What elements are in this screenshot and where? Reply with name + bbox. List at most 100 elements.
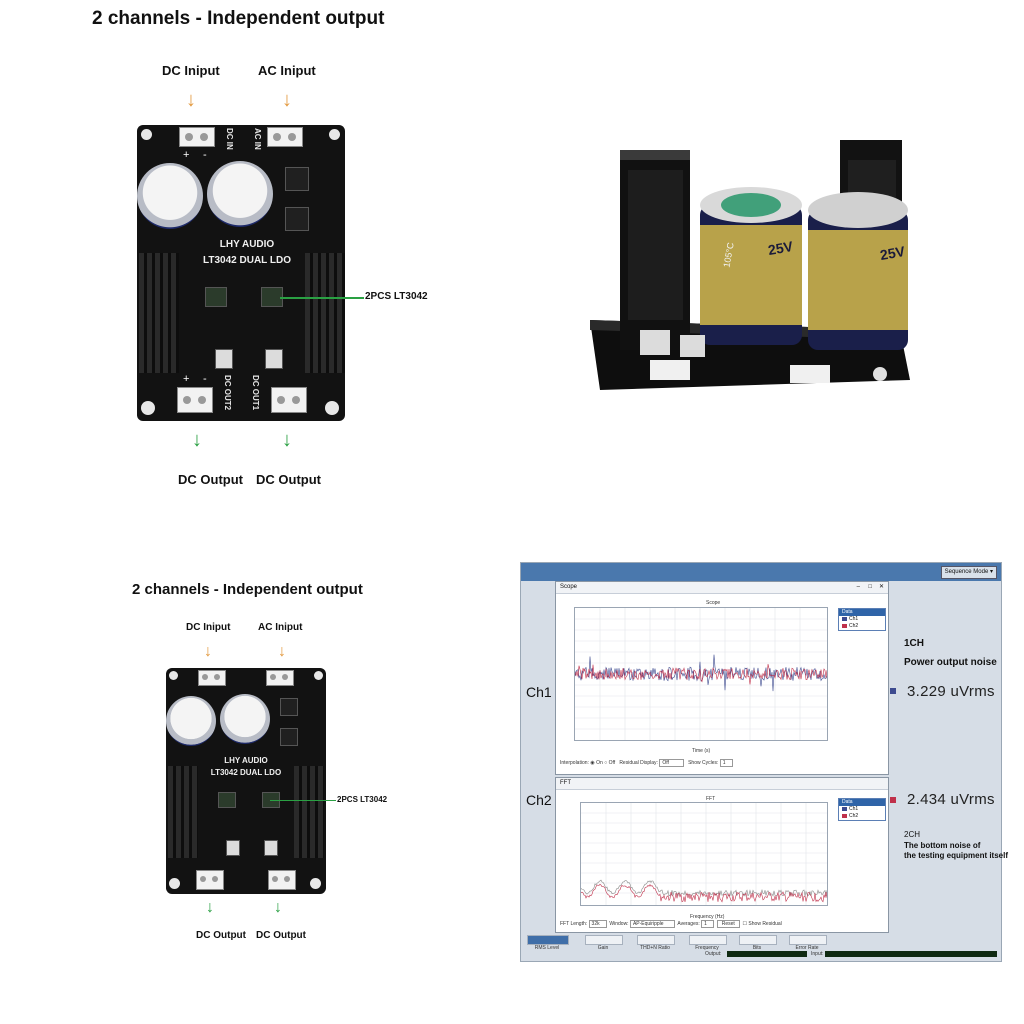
silk-plus: + [183,149,190,161]
sequence-mode-dropdown[interactable]: Sequence Mode ▾ [940,566,997,579]
ch1-color-swatch [890,688,896,694]
bottom-dc-output-1-label: DC Output [196,930,246,941]
fft-length-select[interactable]: 32k [588,920,607,928]
board-brand: LHY AUDIO [219,239,275,250]
fft-plot-title: FFT [706,796,716,802]
output-status-bar [727,951,807,957]
scope-plot-title: Scope [706,600,721,606]
heatsink-left [139,253,179,373]
bottom-dc-output-2-label: DC Output [256,930,306,941]
top-chip-leader-line [280,297,364,299]
window-maximize-icon[interactable]: □ [868,584,872,590]
fft-plot [580,802,828,906]
scope-waveform [574,608,828,740]
fft-window: FFT FFT Frequency (Hz) Data Ch1 Ch2 [555,777,889,933]
fft-legend-ch2[interactable]: Ch2 [839,813,885,820]
dc-out2-terminal [177,387,213,413]
scope-window: Scope ✕ □ – Scope Time (s) [555,581,889,775]
tab-frequency[interactable] [689,935,727,945]
tab-bits[interactable] [739,935,777,945]
dc-in-terminal [179,127,215,147]
fft-x-axis-label: Frequency (Hz) [690,914,725,920]
scope-plot [574,607,828,741]
power-output-noise-label: Power output noise [904,657,997,668]
window-select[interactable]: AP-Equiripple [629,920,675,928]
bottom-ac-input-arrow-icon: ↓ [278,643,286,660]
top-dc-output-2-label: DC Output [256,472,321,487]
silk-dc-in: DC IN [225,128,234,150]
lt3042-chip-1 [205,287,227,307]
board-model: LT3042 DUAL LDO [203,255,291,266]
show-residual-checkbox[interactable]: Show Residual [748,921,782,927]
fft-controls: FFT Length: 32k Window: AP-Equiripple Av… [560,920,782,928]
tab-error-rate[interactable] [789,935,827,945]
product-photo: 25V 25V 105°C [580,130,920,400]
silk-dc-out1: DC OUT1 [251,375,260,411]
scope-controls: Interpolation: ◉ On ○ Off Residual Displ… [560,759,880,767]
legend-header: Data [839,609,885,616]
bottom-noise-line-1: The bottom noise of [904,841,981,850]
bottom-diagram-title: 2 channels - Independent output [132,581,363,598]
top-diagram-title: 2 channels - Independent output [92,8,385,29]
fft-window-title: FFT [556,778,888,790]
top-dc-output-1-arrow-icon: ↓ [192,429,202,451]
output-label: Output: [705,951,722,957]
input-status-bar [825,951,997,957]
side-label-ch2: Ch2 [526,792,552,808]
bottom-pcb-board: LHY AUDIO LT3042 DUAL LDO [166,668,326,894]
bottom-chip-leader-line [270,800,336,801]
top-dc-input-label: DC Iniput [162,63,220,78]
bottom-ac-input-label: AC Iniput [258,622,303,633]
capacitor-right [207,161,273,227]
averages-input[interactable]: 1 [701,920,714,928]
top-dc-output-1-label: DC Output [178,472,243,487]
tab-rms-level[interactable] [527,935,569,945]
heading-2ch: 2CH [904,830,921,839]
ch2-noise-measurement: 2.434 uVrms [907,791,995,808]
bottom-dc-input-arrow-icon: ↓ [204,643,212,660]
scope-window-title: Scope ✕ □ – [556,582,888,594]
input-label: Input: [811,951,824,957]
ch2-color-swatch [890,797,896,803]
bottom-board-model: LT3042 DUAL LDO [210,768,282,777]
silk-dc-out2: DC OUT2 [223,375,232,411]
ch1-noise-measurement: 3.229 uVrms [907,683,995,700]
top-chip-callout: 2PCS LT3042 [365,291,428,302]
bottom-chip-callout: 2PCS LT3042 [337,795,388,804]
capacitor-left [137,163,203,229]
legend-ch1[interactable]: Ch1 [839,616,885,623]
show-cycles-input[interactable]: 1 [719,759,733,767]
analyzer-app-window: Sequence Mode ▾ Scope ✕ □ – Scope [520,562,1002,962]
side-label-ch1: Ch1 [526,684,552,700]
legend-ch2[interactable]: Ch2 [839,623,885,630]
reset-button[interactable]: Reset [716,920,740,928]
silk-ac-in: AC IN [253,128,262,150]
scope-data-legend: Data Ch1 Ch2 [838,608,886,631]
bottom-noise-line-2: the testing equipment itself [904,851,1009,860]
app-title-bar: Sequence Mode ▾ [521,563,1001,581]
top-pcb-board: DC IN AC IN + - LHY AUDIO LT3042 DUAL LD… [137,125,345,421]
dc-out1-terminal [271,387,307,413]
top-dc-input-arrow-icon: ↓ [186,89,196,111]
residual-display-select[interactable]: Off [659,759,684,767]
window-close-icon[interactable]: ✕ [878,584,884,590]
top-ac-input-arrow-icon: ↓ [282,89,292,111]
heatsink-right [305,253,345,373]
fft-legend-ch1[interactable]: Ch1 [839,806,885,813]
window-minimize-icon[interactable]: – [856,584,860,590]
fft-data-legend: Data Ch1 Ch2 [838,798,886,821]
silk-minus: - [203,149,207,161]
bottom-dc-output-2-arrow-icon: ↓ [274,899,282,916]
heading-1ch: 1CH [904,638,925,649]
tab-gain[interactable] [585,935,623,945]
ac-in-terminal [267,127,303,147]
top-dc-output-2-arrow-icon: ↓ [282,429,292,451]
bottom-dc-output-1-arrow-icon: ↓ [206,899,214,916]
scope-x-axis-label: Time (s) [692,748,711,754]
bottom-board-brand: LHY AUDIO [224,756,268,765]
bottom-dc-input-label: DC Iniput [186,622,231,633]
fft-spectrum [580,803,828,905]
measurement-tabs: RMS Level Gain THD+N Ratio Frequency Bit… [527,933,995,953]
top-ac-input-label: AC Iniput [258,63,316,78]
tab-thd-n-ratio[interactable] [637,935,675,945]
